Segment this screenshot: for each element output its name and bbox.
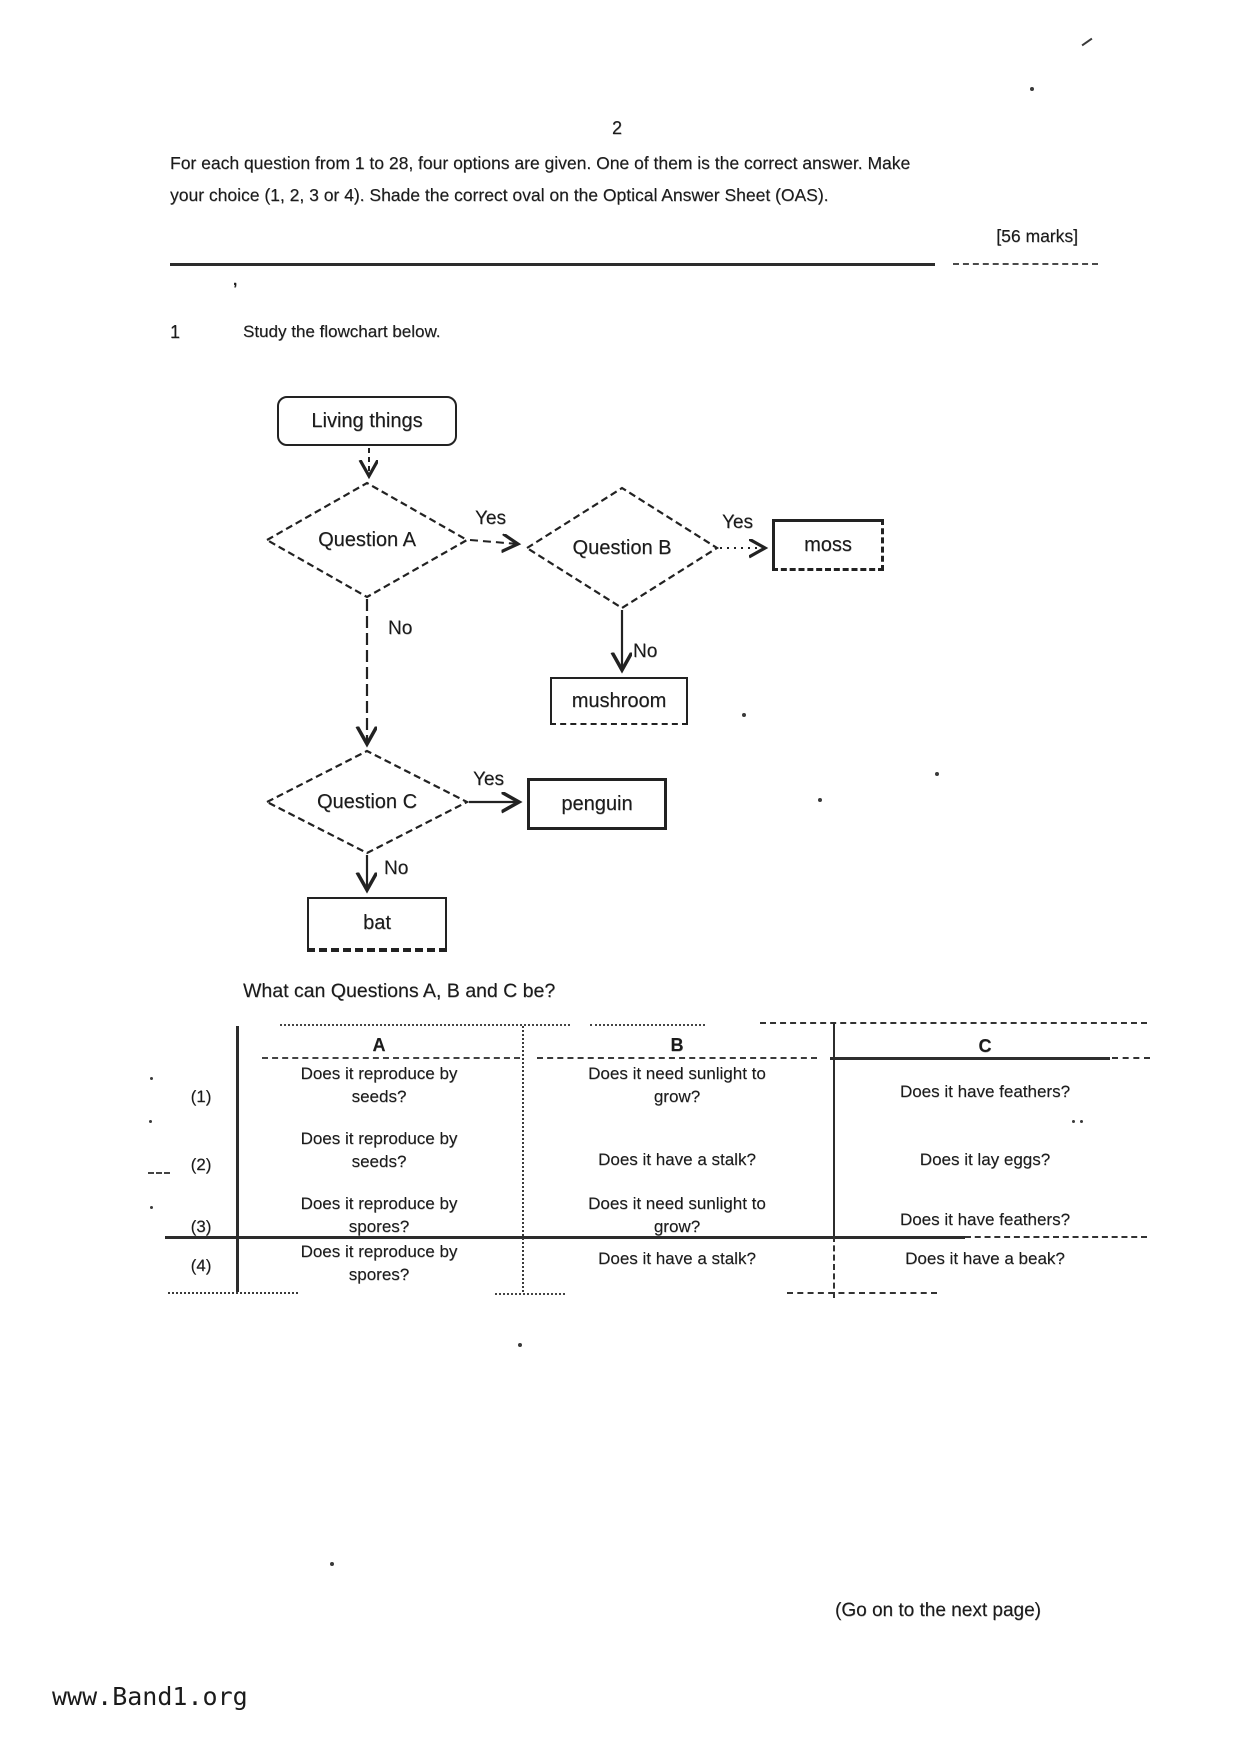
- table-divider-a-b: [522, 1026, 524, 1292]
- table-header-underline-c: [830, 1057, 1110, 1060]
- question-followup: What can Questions A, B and C be?: [243, 980, 556, 1002]
- header-divider: [170, 263, 935, 266]
- flow-label-no-c: No: [384, 858, 409, 879]
- scan-scratch: [148, 1172, 170, 1174]
- table-cell-2a: Does it reproduce by seeds?: [300, 1129, 458, 1171]
- flow-node-start-label: Living things: [311, 409, 423, 432]
- row-label-1: (1): [190, 1087, 212, 1106]
- table-cell-1a: Does it reproduce by seeds?: [300, 1064, 458, 1106]
- stray-comma-mark: ,: [233, 272, 238, 289]
- table-border-top-a: [280, 1024, 570, 1026]
- flow-node-question-c-label: Question C: [316, 791, 418, 813]
- marks-label: [56 marks]: [996, 226, 1078, 246]
- table-border-bottom-left: [168, 1292, 298, 1294]
- scan-speck: [935, 772, 939, 776]
- row-label-3: (3): [190, 1217, 212, 1236]
- scan-speck: [149, 1120, 152, 1123]
- flow-node-question-a-label: Question A: [318, 529, 416, 551]
- table-border-bottom-mid: [495, 1293, 565, 1295]
- flow-node-penguin: penguin: [527, 778, 667, 830]
- table-header-a: A: [372, 1035, 386, 1055]
- table-border-top-b: [590, 1024, 705, 1026]
- row-label-2: (2): [190, 1155, 212, 1174]
- scan-speck: [150, 1206, 153, 1209]
- website-watermark: www.Band1.org: [52, 1682, 248, 1711]
- scan-speck: [518, 1343, 522, 1347]
- table-cell-1c: Does it have feathers?: [899, 1082, 1071, 1101]
- scan-speck: [818, 798, 822, 802]
- flow-node-mushroom-label: mushroom: [571, 689, 667, 712]
- flow-label-no-b: No: [633, 641, 658, 662]
- table-cell-3a: Does it reproduce by spores?: [300, 1194, 458, 1236]
- flow-node-bat: bat: [307, 897, 447, 952]
- flow-node-start: Living things: [277, 396, 457, 446]
- flow-node-penguin-label: penguin: [561, 792, 633, 815]
- scan-tick-mark: [1081, 37, 1093, 47]
- table-row4-separator-dash: [965, 1236, 1147, 1238]
- flow-node-bat-label: bat: [363, 912, 391, 934]
- instructions-line-1: For each question from 1 to 28, four opt…: [170, 153, 911, 173]
- page-number: 2: [612, 118, 623, 138]
- scan-speck: [330, 1562, 334, 1566]
- flow-label-yes-b: Yes: [722, 512, 753, 533]
- question-number: 1: [170, 322, 181, 342]
- table-border-bottom-right: [787, 1292, 937, 1294]
- scan-speck: [1080, 1120, 1083, 1123]
- question-prompt: Study the flowchart below.: [243, 322, 441, 341]
- table-border-left: [236, 1026, 239, 1292]
- table-divider-b-c: [833, 1023, 835, 1236]
- instructions-line-2: your choice (1, 2, 3 or 4). Shade the co…: [170, 185, 829, 205]
- table-header-b: B: [670, 1035, 684, 1055]
- scan-speck: [150, 1077, 153, 1080]
- flow-node-moss: moss: [772, 519, 884, 571]
- table-border-top-c: [760, 1022, 1147, 1024]
- table-header-c: C: [978, 1036, 992, 1056]
- table-cell-3c: Does it have feathers?: [899, 1210, 1071, 1229]
- table-divider-b-c-dash: [833, 1236, 835, 1298]
- table-cell-1b: Does it need sunlight to grow?: [588, 1064, 766, 1106]
- flow-label-yes-c: Yes: [473, 769, 504, 790]
- flow-node-question-b-label: Question B: [572, 537, 672, 559]
- scan-speck: [742, 713, 746, 717]
- table-cell-4a: Does it reproduce by spores?: [300, 1242, 458, 1284]
- table-row4-separator: [165, 1236, 965, 1239]
- table-cell-2b: Does it have a stalk?: [598, 1150, 756, 1169]
- table-header-underline-b: [537, 1057, 817, 1059]
- row-label-4: (4): [190, 1256, 212, 1275]
- arrow-a-yes-to-b: [469, 540, 518, 544]
- flow-label-no-a: No: [388, 618, 413, 639]
- header-divider-dashes: [953, 263, 1098, 265]
- flow-node-moss-label: moss: [804, 533, 852, 556]
- table-header-underline-c-dash: [1112, 1057, 1150, 1059]
- table-cell-4b: Does it have a stalk?: [598, 1249, 756, 1268]
- next-page-note: (Go on to the next page): [835, 1600, 1041, 1621]
- table-header-underline-a: [262, 1057, 520, 1059]
- flow-label-yes-a: Yes: [475, 508, 506, 529]
- table-cell-2c: Does it lay eggs?: [919, 1150, 1051, 1169]
- scan-speck: [1072, 1120, 1075, 1123]
- flow-node-mushroom: mushroom: [550, 677, 688, 725]
- scan-speck: [1030, 87, 1034, 91]
- table-cell-3b: Does it need sunlight to grow?: [588, 1194, 766, 1236]
- table-cell-4c: Does it have a beak?: [905, 1249, 1065, 1268]
